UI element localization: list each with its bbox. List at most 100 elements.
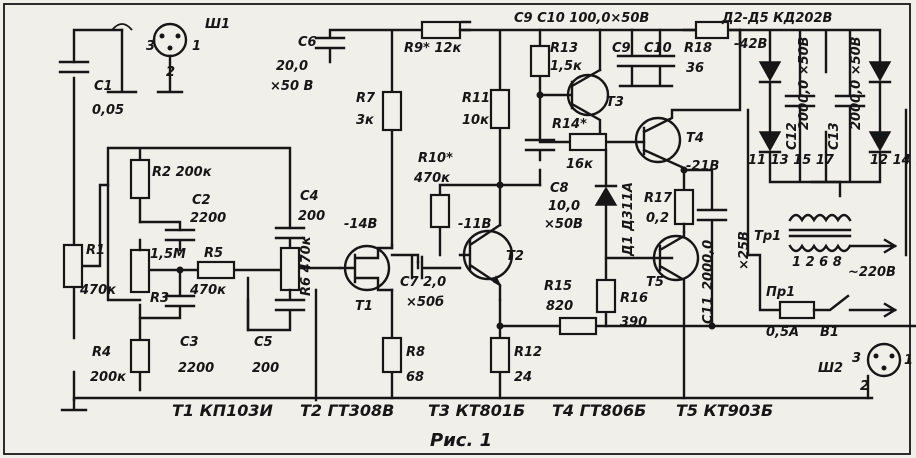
- label-sh2-pin2: 2: [860, 379, 869, 394]
- label-r10-value: 470к: [413, 171, 451, 186]
- label-c2-value: 2200: [190, 211, 226, 226]
- label-mains: ~220В: [848, 265, 896, 280]
- label-c5-value: 200: [252, 361, 279, 376]
- legend-t5: T5 КТ903Б: [676, 401, 773, 420]
- legend-t2: T2 ГТ308В: [300, 401, 394, 420]
- r16-resistor: [595, 278, 617, 314]
- label-c13: C13: [827, 122, 842, 150]
- frame: [3, 3, 911, 455]
- label-r15-value: 820: [546, 299, 573, 314]
- t5-transistor-icon: [652, 234, 700, 282]
- label-r15: R15: [544, 279, 572, 294]
- label-v11: -11В: [458, 217, 491, 232]
- label-t1: T1: [355, 299, 373, 314]
- label-r16: R16: [620, 291, 648, 306]
- sh2-connector-icon: [866, 342, 902, 378]
- label-r17: R17: [644, 191, 673, 206]
- label-r18: R18: [684, 41, 712, 56]
- label-pr1: Пр1: [766, 285, 795, 300]
- label-c7: C7 2,0: [400, 275, 446, 290]
- r9-resistor: [420, 20, 462, 40]
- label-tp-pins-right: 12 14 16 18: [870, 153, 916, 168]
- label-t4: T4: [686, 131, 704, 146]
- input-section: [58, 22, 188, 412]
- label-r7-value: 3к: [356, 113, 375, 128]
- transistor-legend: T1 КП103И T2 ГТ308В T3 КТ801Б T4 ГТ806Б …: [172, 401, 773, 451]
- r8-resistor: [381, 336, 403, 374]
- t3-stage: [524, 28, 676, 328]
- label-t3: T3: [606, 95, 624, 110]
- label-sh1-pin1: 1: [192, 39, 201, 54]
- legend-t1: T1 КП103И: [172, 401, 273, 420]
- t2-stage: [420, 20, 916, 400]
- label-r8-value: 68: [406, 370, 424, 385]
- pr1-fuse: [778, 300, 816, 320]
- label-sh2: Ш2: [818, 361, 843, 376]
- label-c3: C3: [180, 335, 199, 350]
- label-r1-value: 470к: [79, 283, 117, 298]
- label-c11-value2: ×25В: [737, 231, 752, 270]
- label-c8-value1: 10,0: [548, 199, 580, 214]
- label-r12-value: 24: [514, 370, 532, 385]
- label-c5: C5: [254, 335, 273, 350]
- label-r1: R1: [86, 243, 105, 258]
- label-c6-value2: ×50 В: [270, 79, 314, 94]
- label-c6: C6: [298, 35, 317, 50]
- label-v42: -42В: [734, 37, 767, 52]
- label-r5-value: 470к: [189, 283, 227, 298]
- r10-resistor: [429, 193, 451, 229]
- label-r3: R3: [150, 291, 169, 306]
- label-r2: R2 200к: [152, 165, 213, 180]
- r13-resistor: [529, 44, 551, 78]
- label-r5: R5: [204, 246, 223, 261]
- r7-resistor: [381, 90, 403, 132]
- label-r4-value: 200к: [90, 370, 127, 385]
- label-r14: R14*: [552, 117, 587, 132]
- label-sh1: Ш1: [205, 17, 230, 32]
- label-c11-value1: 2000,0: [701, 240, 716, 290]
- label-pr1-value: 0,5А: [766, 325, 799, 340]
- label-c8-value2: ×50В: [544, 217, 583, 232]
- r15-resistor: [558, 316, 598, 336]
- figure-caption: Рис. 1: [430, 430, 492, 451]
- label-c13-value: 2000,0 ×50В: [849, 36, 864, 130]
- label-c6-value1: 20,0: [276, 59, 308, 74]
- label-t2: T2: [506, 249, 524, 264]
- label-r14-value: 16к: [566, 157, 594, 172]
- tone-network: [106, 146, 342, 402]
- r17-resistor: [673, 188, 695, 226]
- label-r10: R10*: [418, 151, 453, 166]
- label-v21: -21В: [686, 159, 719, 174]
- label-c9c10: C9 C10 100,0×50В: [514, 11, 649, 26]
- label-c8: C8: [550, 181, 569, 196]
- r12-resistor: [489, 336, 511, 374]
- label-sh2-pin1: 1: [904, 353, 913, 368]
- label-r12: R12: [514, 345, 542, 360]
- label-c7-value: ×50б: [406, 295, 444, 310]
- label-r4: R4: [92, 345, 111, 360]
- label-r17-value: 0,2: [646, 211, 669, 226]
- t4-transistor-icon: [634, 116, 682, 164]
- legend-t4: T4 ГТ806Б: [552, 401, 646, 420]
- r5-resistor: [196, 260, 236, 280]
- label-c4: C4: [300, 189, 319, 204]
- label-c1: C1: [94, 79, 113, 94]
- tp1-primary-icon: [788, 243, 852, 253]
- label-r7: R7: [356, 91, 376, 106]
- r4-resistor: [129, 338, 151, 374]
- label-c10: C10: [644, 41, 672, 56]
- label-c9: C9: [612, 41, 631, 56]
- label-c4-value: 200: [298, 209, 325, 224]
- label-tp-pins-left: 11 13 15 17: [748, 153, 835, 168]
- label-tp1: Тр1: [754, 229, 781, 244]
- label-r16-value: 390: [620, 315, 647, 330]
- output-stage: [634, 20, 742, 400]
- r6-resistor: [279, 246, 301, 292]
- label-diodes: Д2-Д5 КД202В: [721, 11, 833, 26]
- label-tp-primary-pins: 1 2 6 8: [792, 255, 842, 270]
- label-r13-value: 1,5к: [550, 59, 583, 74]
- r3-resistor: [129, 248, 151, 294]
- label-r11-value: 10к: [462, 113, 490, 128]
